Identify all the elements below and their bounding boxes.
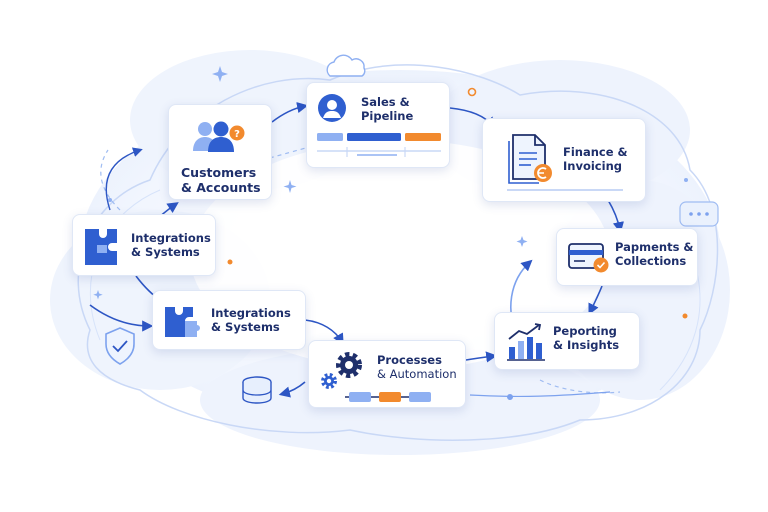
node-label: Papments & Collections: [615, 240, 694, 268]
gear-icon: [321, 352, 362, 389]
chat-bubble-icon: [679, 201, 719, 227]
cloud-icon: [326, 54, 366, 77]
node-label: Integrations & Systems: [131, 231, 211, 259]
node-label: Peporting & Insights: [553, 324, 620, 352]
node-reporting-insights[interactable]: Peporting & Insights: [494, 312, 640, 370]
document-icon: [508, 134, 552, 184]
credit-card-icon: [568, 243, 609, 273]
node-processes-automation[interactable]: Processes & Automation: [308, 340, 466, 408]
puzzle-icon: [85, 229, 117, 265]
node-label: Integrations & Systems: [211, 306, 291, 334]
node-customers-accounts[interactable]: ? Customers & Accounts: [168, 104, 272, 200]
puzzle-icon: [165, 307, 200, 337]
node-integrations-systems-mid[interactable]: Integrations & Systems: [152, 290, 306, 350]
node-finance-invoicing[interactable]: Finance & Invoicing: [482, 118, 646, 202]
automation-steps-icon: [345, 392, 431, 402]
node-payments-collections[interactable]: Papments & Collections: [556, 228, 698, 286]
node-integrations-systems-left[interactable]: Integrations & Systems: [72, 214, 216, 276]
people-icon: ?: [193, 121, 245, 152]
progress-line: [507, 189, 623, 191]
user-circle-icon: [318, 94, 346, 122]
node-sales-pipeline[interactable]: Sales & Pipeline: [306, 82, 450, 168]
currency-badge-icon: [534, 164, 552, 182]
node-label: Customers & Accounts: [181, 165, 261, 195]
database-icon: [242, 376, 272, 404]
shield-check-icon: [105, 327, 135, 365]
node-label: Sales & Pipeline: [361, 95, 414, 123]
sparkle-icons: [93, 66, 688, 400]
node-label: Finance & Invoicing: [563, 145, 628, 173]
node-label: Processes & Automation: [377, 353, 457, 381]
question-badge-icon: ?: [229, 125, 245, 141]
svg-text:?: ?: [234, 129, 240, 140]
pipeline-bar-icon: [317, 133, 441, 157]
bar-chart-icon: [507, 323, 545, 361]
